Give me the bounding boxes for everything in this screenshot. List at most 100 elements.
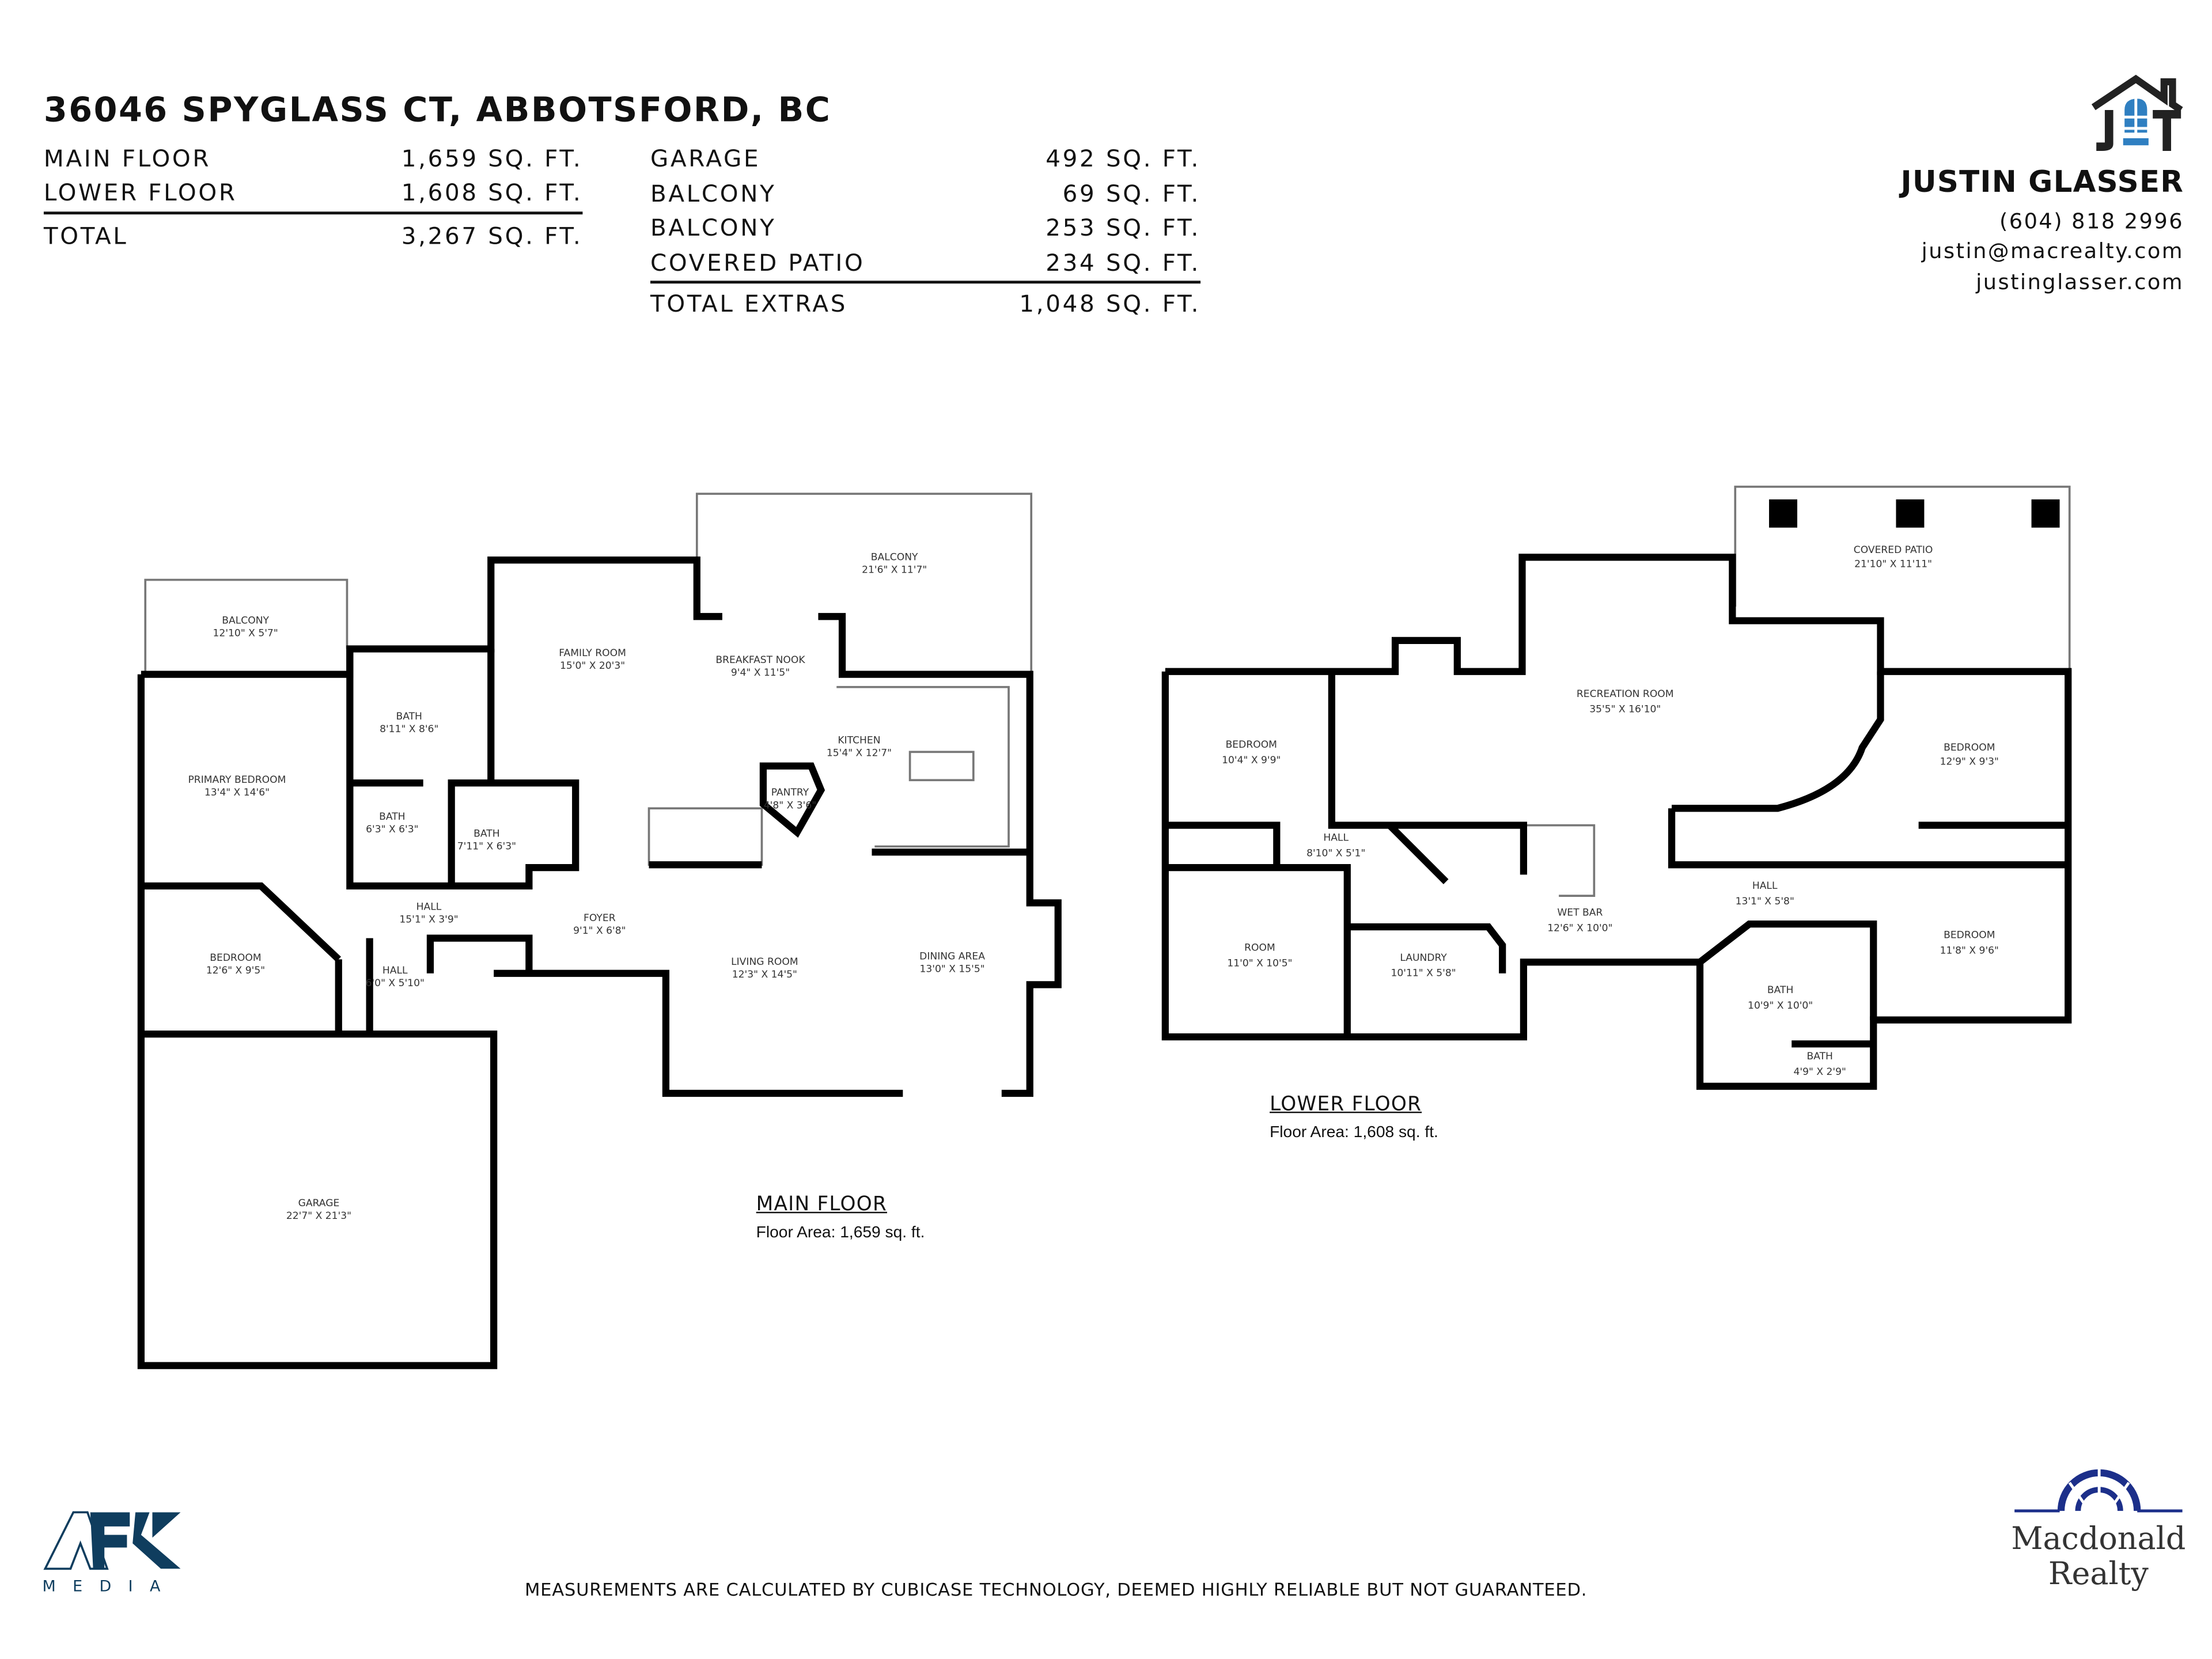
- macdonald-realty-logo: Macdonald Realty: [2010, 1460, 2187, 1593]
- stat-value: 69 SQ. FT.: [1062, 180, 1201, 208]
- room-dims: 12'6" X 9'5": [206, 965, 265, 976]
- room-name: BEDROOM: [210, 952, 261, 964]
- patio-posts: [1769, 499, 2060, 528]
- total-extras-area: TOTAL EXTRAS 1,048 SQ. FT.: [650, 290, 1200, 317]
- room-dims: 4'8" X 3'6": [764, 800, 816, 811]
- room-dims: 6'3" X 6'3": [366, 824, 418, 835]
- room-dims: 10'9" X 10'0": [1748, 1000, 1813, 1012]
- room-name: LAUNDRY: [1400, 952, 1447, 964]
- room-dims: 9'4" X 11'5": [731, 667, 790, 679]
- afk-logo-icon: [43, 1511, 181, 1570]
- room-name: BATH: [379, 811, 405, 823]
- room-dims: 4'9" X 2'9": [1794, 1066, 1846, 1078]
- room-name: BATH: [1806, 1051, 1832, 1062]
- lower-floor-room-labels: COVERED PATIO 21'10" X 11'11" RECREATION …: [1222, 544, 1999, 1078]
- room-name: BATH: [474, 828, 499, 839]
- room-dims: 21'10" X 11'11": [1854, 558, 1932, 570]
- lower-floor-area-label: Floor Area: 1,608 sq. ft.: [1270, 1124, 1438, 1142]
- room-name: WET BAR: [1557, 907, 1603, 918]
- covered-patio-area: COVERED PATIO 234 SQ. FT.: [650, 249, 1200, 276]
- room-name: ROOM: [1244, 942, 1275, 954]
- room-name: BREAKFAST NOOK: [715, 654, 805, 666]
- total-area: TOTAL 3,267 SQ. FT.: [44, 223, 583, 250]
- disclaimer: MEASUREMENTS ARE CALCULATED BY CUBICASE …: [525, 1578, 1588, 1600]
- agent-email[interactable]: justin@macrealty.com: [1921, 238, 2184, 264]
- main-floor-area: MAIN FLOOR 1,659 SQ. FT.: [44, 145, 583, 172]
- room-name: BALCONY: [871, 551, 918, 563]
- house-logo-icon: [2091, 74, 2183, 151]
- room-dims: 8'11" X 8'6": [380, 724, 438, 735]
- room-dims: 13'0" X 15'5": [919, 963, 984, 975]
- room-name: FOYER: [584, 912, 616, 924]
- room-name: GARAGE: [298, 1198, 340, 1209]
- stat-label: COVERED PATIO: [650, 249, 865, 277]
- lower-floor-walls: [1161, 554, 2072, 1090]
- room-dims: 8'10" X 5'1": [1306, 848, 1365, 859]
- room-name: BATH: [396, 711, 422, 722]
- stat-label: GARAGE: [650, 145, 761, 172]
- agent-phone[interactable]: (604) 818 2996: [1999, 209, 2184, 234]
- room-dims: 35'5" X 16'10": [1589, 704, 1661, 715]
- room-dims: 10'11" X 5'8": [1391, 968, 1456, 979]
- stat-label: TOTAL: [43, 222, 128, 250]
- afk-logo-sub: MEDIA: [42, 1577, 177, 1596]
- room-dims: 6'0" X 5'10": [366, 978, 425, 989]
- room-dims: 12'3" X 14'5": [732, 969, 797, 980]
- room-name: BEDROOM: [1944, 742, 1995, 753]
- stat-value: 492 SQ. FT.: [1046, 145, 1201, 172]
- stat-label: LOWER FLOOR: [43, 179, 237, 206]
- afk-media-logo: MEDIA: [42, 1504, 197, 1596]
- room-name: PANTRY: [771, 787, 809, 798]
- stat-value: 234 SQ. FT.: [1046, 249, 1201, 277]
- property-address: 36046 SPYGLASS CT, ABBOTSFORD, BC: [43, 90, 832, 130]
- room-dims: 12'9" X 9'3": [1940, 756, 1999, 767]
- lower-floor-title: LOWER FLOOR: [1270, 1093, 1422, 1116]
- room-dims: 12'6" X 10'0": [1547, 922, 1612, 934]
- main-floor-area-label: Floor Area: 1,659 sq. ft.: [756, 1224, 925, 1242]
- macdonald-line2: Realty: [2048, 1557, 2149, 1593]
- room-name: HALL: [382, 965, 408, 976]
- room-dims: 15'1" X 3'9": [399, 914, 458, 926]
- room-name: BEDROOM: [1944, 930, 1995, 941]
- room-name: DINING AREA: [919, 950, 985, 962]
- room-dims: 13'1" X 5'8": [1736, 896, 1794, 907]
- room-dims: 21'6" X 11'7": [862, 564, 927, 575]
- room-name: BEDROOM: [1226, 739, 1277, 751]
- stat-label: TOTAL EXTRAS: [650, 290, 848, 318]
- stat-value: 1,048 SQ. FT.: [1019, 290, 1201, 318]
- room-name: RECREATION ROOM: [1577, 688, 1674, 700]
- room-name: FAMILY ROOM: [559, 647, 626, 659]
- room-name: BATH: [1767, 984, 1793, 996]
- balcony-area: BALCONY 69 SQ. FT.: [650, 180, 1200, 207]
- room-dims: 12'10" X 5'7": [213, 627, 278, 639]
- garage-area: GARAGE 492 SQ. FT.: [650, 145, 1200, 172]
- room-dims: 10'4" X 9'9": [1222, 755, 1281, 766]
- room-dims: 7'11" X 6'3": [457, 840, 516, 852]
- stat-label: BALCONY: [650, 214, 777, 241]
- room-dims: 15'0" X 20'3": [560, 660, 625, 672]
- divider: [43, 211, 583, 215]
- room-name: LIVING ROOM: [731, 956, 798, 968]
- compass-arch-icon: [2014, 1468, 2183, 1513]
- main-floor-title: MAIN FLOOR: [756, 1193, 887, 1217]
- exterior-outlines: [144, 486, 2071, 897]
- room-dims: 9'1" X 6'8": [573, 925, 626, 937]
- stat-label: BALCONY: [650, 180, 777, 208]
- divider: [650, 281, 1201, 284]
- stat-label: MAIN FLOOR: [43, 145, 211, 172]
- room-name: HALL: [1323, 832, 1349, 844]
- stat-value: 1,659 SQ. FT.: [401, 145, 583, 172]
- room-dims: 15'4" X 12'7": [827, 748, 892, 759]
- room-name: COVERED PATIO: [1854, 544, 1933, 556]
- room-dims: 22'7" X 21'3": [286, 1210, 351, 1222]
- room-dims: 11'8" X 9'6": [1940, 945, 1999, 957]
- room-name: KITCHEN: [838, 735, 880, 747]
- agent-website[interactable]: justinglasser.com: [1976, 269, 2184, 295]
- main-floor-walls: [137, 556, 1062, 1369]
- stat-value: 3,267 SQ. FT.: [401, 222, 583, 250]
- room-name: PRIMARY BEDROOM: [188, 774, 286, 786]
